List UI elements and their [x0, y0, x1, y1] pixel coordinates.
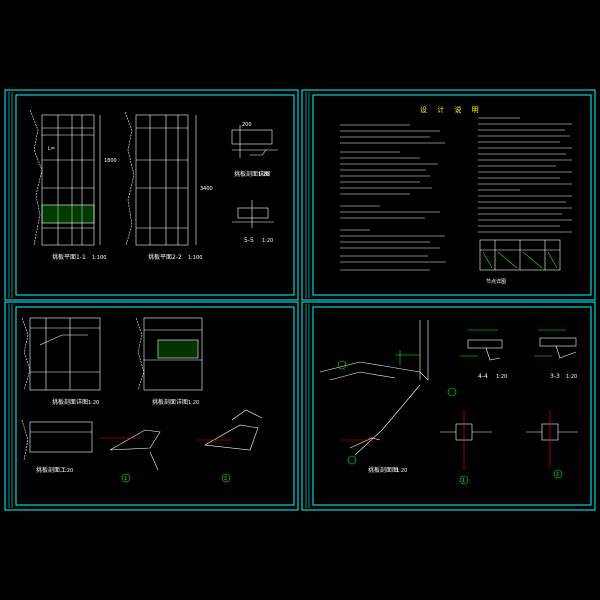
section-view-c [21, 419, 93, 461]
detail-dim: 200 [242, 122, 252, 128]
border-bottom-left [15, 306, 295, 506]
section-view-b [135, 317, 203, 391]
frame-top-left [4, 89, 299, 301]
border-top-right [312, 94, 592, 296]
plan-view-2 [124, 111, 197, 246]
callout-1-number: 1 [124, 476, 127, 482]
section-3-3 [534, 329, 577, 359]
section55-scale: 1:20 [262, 238, 273, 244]
section-a-scale: 1:20 [88, 400, 99, 406]
plan1-scale: 1:100 [92, 255, 106, 261]
border-top-left [15, 94, 295, 296]
plan1-tag: L= [48, 146, 55, 152]
section-b-scale: 1:20 [188, 400, 199, 406]
section-c-title: 挑板剖面二 [36, 466, 66, 474]
section-33-scale: 1:20 [566, 374, 577, 380]
border-bottom-right [312, 306, 592, 506]
section-5-5 [232, 200, 274, 228]
frame-bottom-left [4, 301, 299, 511]
node-detail-2 [526, 410, 578, 479]
plan2-title: 挑板平面2-2 [148, 253, 182, 261]
main-section-title: 挑板剖面图 [368, 466, 398, 474]
section-c-scale: 1:20 [62, 468, 73, 474]
detail-title: 挑板剖面详图 [234, 170, 270, 178]
sheet-top-right: 设 计 说 明 [340, 105, 572, 285]
sheet-frames [4, 89, 596, 511]
plan2-dim: 3400 [200, 186, 213, 192]
node-1-number: 1 [462, 478, 465, 484]
section-view-a [21, 317, 101, 391]
notes-detail-label: 节点详图 [486, 278, 506, 285]
section55-title: 5-5 [244, 237, 254, 244]
section-44-title: 4-4 [478, 373, 488, 380]
plan2-scale: 1:100 [188, 255, 202, 261]
sheet-top-left: L= 1800 挑板平面1-1 1:100 3400 挑板平面2-2 1:100… [29, 109, 278, 261]
section-a-title: 挑板剖面详图 [52, 398, 88, 406]
callout-2-number: 2 [224, 476, 227, 482]
detail-section [231, 125, 278, 158]
binding-strips [8, 92, 310, 508]
section-b-title: 挑板剖面详图 [152, 398, 188, 406]
section-33-title: 3-3 [550, 373, 560, 380]
notes-node-detail [479, 239, 561, 271]
section-44-scale: 1:20 [496, 374, 507, 380]
node-detail-1 [440, 410, 492, 485]
notes-heading: 设 计 说 明 [420, 105, 483, 114]
main-section [319, 320, 457, 465]
notes-text-block-left [340, 124, 446, 271]
notes-text-block-right [478, 117, 572, 233]
callout-detail-2 [196, 409, 263, 483]
section-4-4 [460, 329, 503, 361]
plan-view-1 [29, 109, 101, 246]
detail-scale: 1:20 [258, 172, 269, 178]
main-section-scale: 1:20 [396, 468, 407, 474]
frame-top-right [301, 89, 596, 301]
plan1-dim: 1800 [104, 158, 117, 164]
node-2-number: 2 [556, 472, 559, 478]
frame-bottom-right [301, 301, 596, 511]
plan1-title: 挑板平面1-1 [52, 253, 86, 261]
callout-detail-1 [100, 429, 161, 483]
sheet-bottom-left: 挑板剖面详图 1:20 挑板剖面详图 1:20 挑板剖面二 1:20 1 [21, 317, 263, 483]
sheet-bottom-right: 挑板剖面图 1:20 4-4 1:20 3-3 1:20 1 [319, 320, 578, 485]
